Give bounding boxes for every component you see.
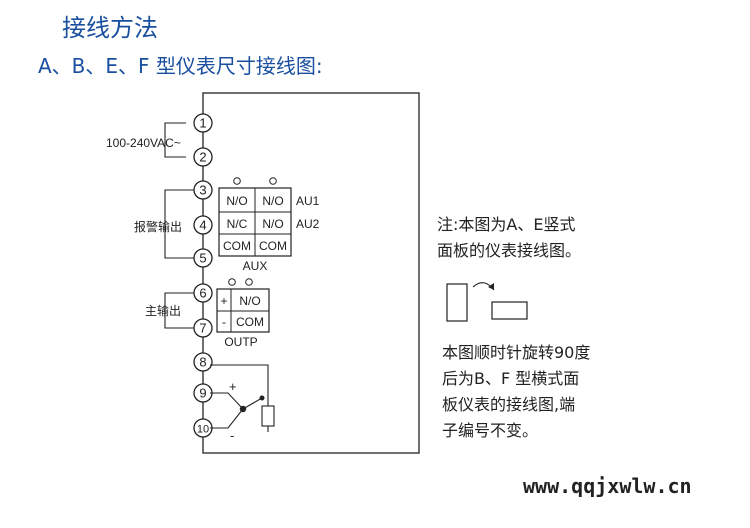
- vertical-panel-icon: [446, 283, 468, 322]
- aux-led-2: [269, 177, 277, 185]
- thermocouple-junction: [239, 405, 247, 413]
- terminal-number: 5: [199, 251, 206, 266]
- outp-cell: -: [222, 315, 226, 329]
- minus-sign: -: [230, 428, 234, 443]
- outp-led-2: [245, 278, 253, 286]
- terminal-number: 3: [199, 183, 206, 198]
- aux-label: AUX: [243, 259, 268, 273]
- note-line: 板仪表的接线图,端: [442, 395, 576, 414]
- note-line: 子编号不变。: [442, 421, 539, 440]
- sensor-junction-link: [242, 397, 263, 410]
- note-vertical-panel: 注:本图为A、E竖式 面板的仪表接线图。: [437, 212, 581, 264]
- note-line: 本图顺时针旋转90度: [442, 343, 591, 362]
- aux-cell: N/C: [227, 217, 248, 231]
- aux-cell: N/O: [226, 194, 247, 208]
- watermark: www.qqjxwlw.cn: [523, 474, 692, 498]
- terminal-group: 1 2 3 4 5 6 7 8 9 10: [193, 113, 213, 438]
- outp-cell: N/O: [239, 294, 260, 308]
- arrow-head: [488, 283, 494, 290]
- aux-led-1: [233, 177, 241, 185]
- plus-sign: +: [229, 379, 237, 394]
- alarm-bracket: [164, 189, 194, 259]
- outp-cell: +: [220, 294, 227, 308]
- power-label: 100-240VAC~: [106, 136, 181, 150]
- aux-cell: N/O: [262, 194, 283, 208]
- aux-cell: COM: [223, 239, 251, 253]
- terminal-circle: [193, 352, 213, 372]
- alarm-output-label: 报警输出: [134, 219, 182, 234]
- page-subtitle: A、B、E、F 型仪表尺寸接线图:: [38, 54, 323, 78]
- terminal-circle: [193, 147, 213, 167]
- terminal-number: 8: [199, 355, 206, 370]
- main-output-label: 主输出: [145, 303, 181, 318]
- terminal-number: 1: [199, 116, 206, 131]
- terminal-circle: [193, 215, 213, 235]
- note-line: 注:本图为A、E竖式: [437, 215, 576, 234]
- terminal-number: 2: [199, 150, 206, 165]
- terminal-number: 4: [199, 218, 206, 233]
- terminal-number: 7: [199, 321, 206, 336]
- note-rotation: 本图顺时针旋转90度 后为B、F 型横式面 板仪表的接线图,端 子编号不变。: [442, 340, 590, 444]
- note-line: 面板的仪表接线图。: [437, 241, 582, 260]
- outp-cell: COM: [236, 315, 264, 329]
- outp-led-1: [228, 278, 236, 286]
- outp-label: OUTP: [224, 335, 257, 349]
- terminal-circle: [193, 113, 213, 133]
- terminal-number: 6: [199, 286, 206, 301]
- terminal-number: 10: [197, 424, 209, 436]
- aux-channel-2: AU2: [296, 217, 320, 231]
- terminal-number: 9: [199, 386, 206, 401]
- wire-terminal-8: [210, 364, 269, 398]
- thermocouple-wires: [210, 392, 244, 429]
- aux-cell: N/O: [262, 217, 283, 231]
- power-bracket: [164, 122, 186, 158]
- aux-cell: COM: [259, 239, 287, 253]
- page-title: 接线方法: [62, 14, 158, 42]
- aux-channel-1: AU1: [296, 194, 320, 208]
- meter-outline: [202, 92, 420, 454]
- horizontal-panel-icon: [491, 301, 528, 320]
- junction-dot: [259, 395, 265, 401]
- note-line: 后为B、F 型横式面: [442, 369, 580, 388]
- main-output-bracket: [164, 292, 194, 329]
- resistor-symbol: [261, 405, 275, 427]
